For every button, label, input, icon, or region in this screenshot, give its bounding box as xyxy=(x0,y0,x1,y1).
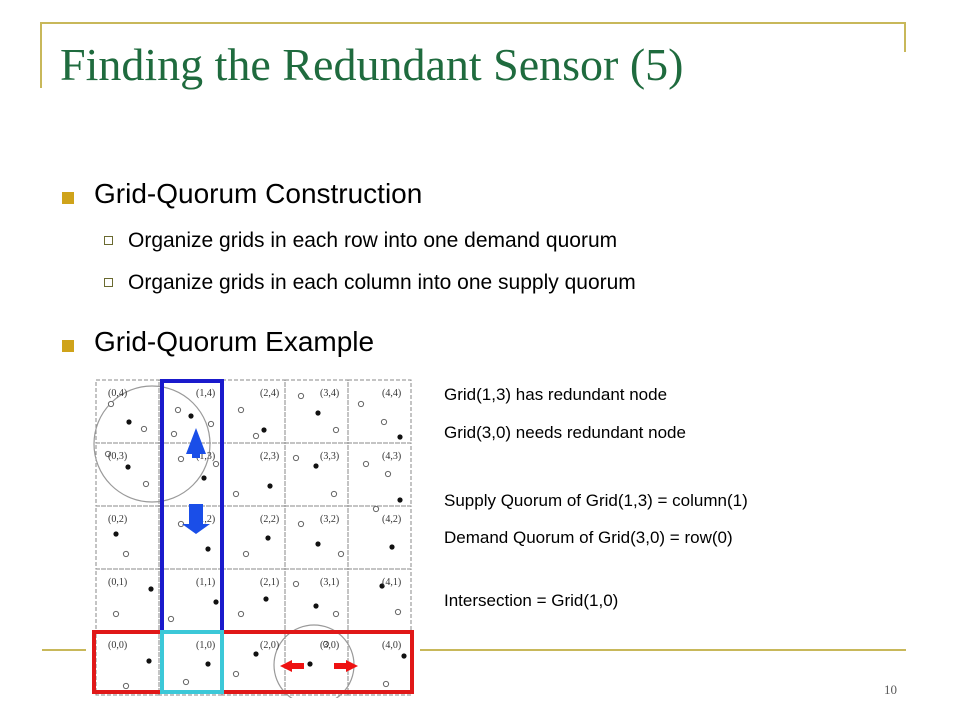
sub-bullet-demand-quorum: Organize grids in each row into one dema… xyxy=(128,229,618,252)
bullet-grid-quorum-construction: Grid-Quorum Construction xyxy=(94,178,423,209)
bullet-square-icon xyxy=(62,192,74,204)
frame-left-line xyxy=(40,22,42,88)
cell-label: (4,2) xyxy=(382,514,401,525)
cell-label: (2,0) xyxy=(260,640,279,651)
arrow-up-icon xyxy=(186,428,206,458)
note-redundant-node: Grid(1,3) has redundant node xyxy=(444,385,668,404)
note-intersection: Intersection = Grid(1,0) xyxy=(444,591,619,610)
cell-label: (3,2) xyxy=(320,514,339,525)
cell-label: (3,1) xyxy=(320,577,339,588)
cell-label: (4,3) xyxy=(382,451,401,462)
demand-quorum-row-highlight xyxy=(92,630,414,694)
sub-bullet-icon xyxy=(104,236,113,245)
cell-label: (2,3) xyxy=(260,451,279,462)
note-demand-quorum: Demand Quorum of Grid(3,0) = row(0) xyxy=(444,528,733,547)
cell-label: (1,0) xyxy=(196,640,215,651)
note-supply-quorum: Supply Quorum of Grid(1,3) = column(1) xyxy=(444,491,748,510)
cell-label: (4,0) xyxy=(382,640,401,651)
cell-label: (1,1) xyxy=(196,577,215,588)
cell-label: (3,3) xyxy=(320,451,339,462)
sub-bullet-icon xyxy=(104,278,113,287)
arrow-left-icon xyxy=(280,660,304,672)
cell-label: (0,2) xyxy=(108,514,127,525)
cell-label: (3,4) xyxy=(320,388,339,399)
arrow-down-icon xyxy=(182,504,210,534)
coverage-circle xyxy=(93,385,211,503)
cell-label: (2,2) xyxy=(260,514,279,525)
cell-label: (3,0) xyxy=(320,640,339,651)
cell-label: (2,1) xyxy=(260,577,279,588)
intersection-cell-highlight xyxy=(160,630,224,694)
cell-label: (4,4) xyxy=(382,388,401,399)
footer-line-left xyxy=(42,649,86,651)
cell-label: (1,2) xyxy=(196,514,215,525)
cell-label: (2,4) xyxy=(260,388,279,399)
frame-right-line xyxy=(904,22,906,52)
bullet-square-icon xyxy=(62,340,74,352)
sensor-dots-filled xyxy=(113,410,407,667)
footer-line-right xyxy=(420,649,906,651)
cell-label: (4,1) xyxy=(382,577,401,588)
cell-label: (1,4) xyxy=(196,388,215,399)
page-number: 10 xyxy=(884,682,897,697)
frame-top-line xyxy=(40,22,906,24)
cell-label: (0,1) xyxy=(108,577,127,588)
cell-label: (0,3) xyxy=(108,451,127,462)
cell-label: (0,4) xyxy=(108,388,127,399)
note-needs-redundant-node: Grid(3,0) needs redundant node xyxy=(444,423,686,442)
grid-quorum-figure: (0,4) (1,4) (2,4) (3,4) (4,4) (0,3) (1,3… xyxy=(86,374,420,698)
cell-label: (0,0) xyxy=(108,640,127,651)
bullet-grid-quorum-example: Grid-Quorum Example xyxy=(94,326,375,357)
arrow-right-icon xyxy=(334,660,358,672)
slide-title: Finding the Redundant Sensor (5) xyxy=(60,39,684,90)
cell-label: (1,3) xyxy=(196,451,215,462)
sub-bullet-supply-quorum: Organize grids in each column into one s… xyxy=(128,271,636,294)
grid-cell-labels: (0,4) (1,4) (2,4) (3,4) (4,4) (0,3) (1,3… xyxy=(108,388,401,651)
sensor-dots-hollow xyxy=(104,392,402,690)
